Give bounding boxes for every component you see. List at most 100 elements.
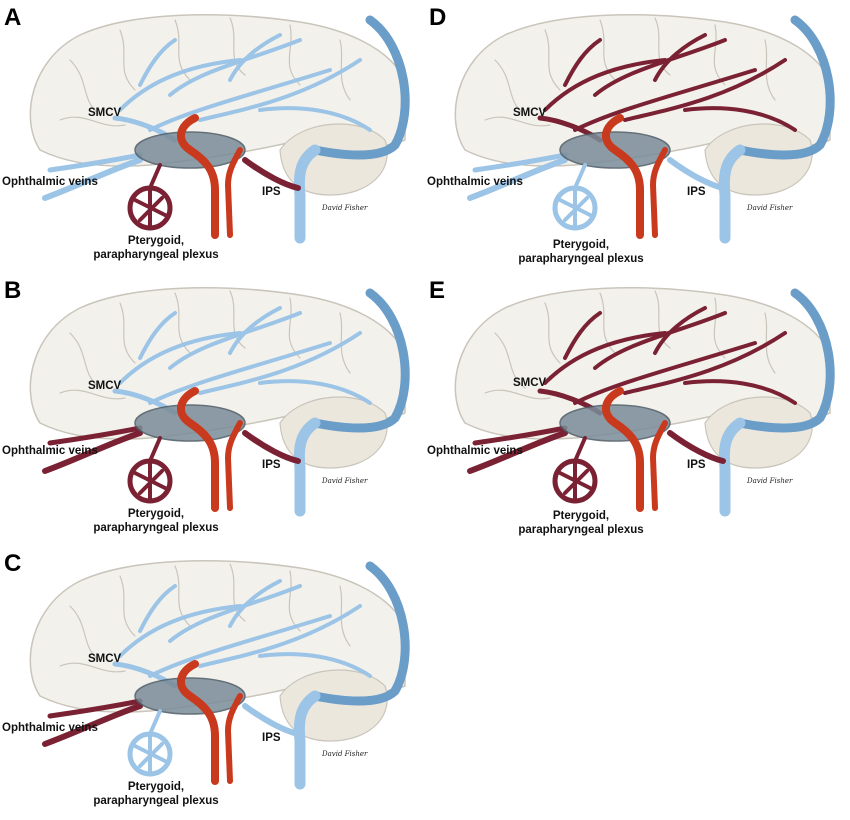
gyrus-line xyxy=(69,59,101,116)
sagittal-transverse-sinus xyxy=(310,561,410,706)
gyrus-line xyxy=(69,605,101,662)
pterygoid-label-line1: Pterygoid, xyxy=(127,235,185,247)
pterygoid-label: Pterygoid, parapharyngeal plexus xyxy=(93,234,218,262)
gyrus-line xyxy=(229,17,246,76)
cortical-vein xyxy=(148,614,332,678)
smcv-label: SMCV xyxy=(88,380,122,392)
cortical-vein xyxy=(118,331,242,385)
pterygoid-label-line1: Pterygoid, xyxy=(127,781,185,793)
internal-carotid-artery xyxy=(177,114,219,239)
gyrus-line xyxy=(484,116,551,127)
gyrus-line xyxy=(494,59,526,116)
cortical-vein xyxy=(198,331,362,395)
cortical-vein xyxy=(683,379,797,405)
cortical-vein xyxy=(653,33,707,82)
gyrus-line xyxy=(654,290,671,349)
sigmoid-jugular-vein xyxy=(718,144,746,244)
cortical-vein xyxy=(623,331,787,395)
ophthalmic-veins-label: Ophthalmic veins xyxy=(427,176,523,188)
ophthalmic-veins-label: Ophthalmic veins xyxy=(427,445,523,457)
cortical-vein xyxy=(543,58,667,112)
venous-anatomy-illustration xyxy=(29,14,410,244)
ophthalmic-vein xyxy=(467,430,568,474)
ophthalmic-veins-label: Ophthalmic veins xyxy=(2,176,98,188)
internal-carotid-artery xyxy=(602,114,644,239)
sigmoid-jugular-vein xyxy=(293,417,321,517)
gyrus-line xyxy=(119,302,136,364)
plexus-connector xyxy=(148,436,162,463)
ips-label: IPS xyxy=(262,732,281,744)
smcv-label: SMCV xyxy=(513,107,547,119)
gyrus-line xyxy=(69,332,101,389)
venous-anatomy-illustration xyxy=(29,287,410,517)
internal-carotid-artery xyxy=(177,387,219,512)
gyrus-line xyxy=(174,19,191,81)
smcv-label: SMCV xyxy=(88,107,122,119)
cortical-vein xyxy=(228,33,282,82)
ophthalmic-vein xyxy=(47,425,143,446)
artist-signature: David Fisher xyxy=(322,204,368,212)
ophthalmic-vein xyxy=(42,157,143,201)
artery-branch xyxy=(225,147,243,238)
ips-label: IPS xyxy=(687,186,706,198)
cortical-vein xyxy=(148,68,332,132)
ophthalmic-vein xyxy=(472,152,568,173)
gyrus-line xyxy=(59,662,126,673)
panel-label: B xyxy=(4,277,22,304)
pterygoid-label-line2: parapharyngeal plexus xyxy=(518,524,644,536)
pterygoid-label-line2: parapharyngeal plexus xyxy=(518,253,644,265)
pterygoid-label-line2: parapharyngeal plexus xyxy=(93,795,219,807)
inferior-petrosal-sinus xyxy=(242,703,301,737)
gyrus-line xyxy=(229,290,246,349)
pterygoid-label: Pterygoid, parapharyngeal plexus xyxy=(518,509,643,537)
ophthalmic-vein xyxy=(47,698,143,719)
inferior-petrosal-sinus xyxy=(242,430,301,464)
cortical-vein xyxy=(148,341,332,405)
ips-label: IPS xyxy=(262,459,281,471)
panel-label: E xyxy=(429,277,446,304)
cortical-vein xyxy=(593,311,727,370)
ips-label: IPS xyxy=(262,186,281,198)
venous-anatomy-illustration xyxy=(29,560,410,790)
venous-anatomy-illustration xyxy=(454,14,835,244)
cortical-vein xyxy=(228,306,282,355)
panel-label: C xyxy=(4,550,22,577)
gyrus-line xyxy=(599,292,616,354)
pterygoid-label: Pterygoid, parapharyngeal plexus xyxy=(518,238,643,266)
cortical-vein xyxy=(258,652,372,678)
cortical-vein xyxy=(138,38,177,87)
cortical-vein xyxy=(138,311,177,360)
cortical-vein xyxy=(118,604,242,658)
cortical-vein xyxy=(168,38,302,97)
cortical-vein xyxy=(623,58,787,122)
pterygoid-label: Pterygoid, parapharyngeal plexus xyxy=(93,507,218,535)
cortical-vein xyxy=(168,311,302,370)
pterygoid-label-line2: parapharyngeal plexus xyxy=(93,249,219,261)
ips-label: IPS xyxy=(687,459,706,471)
cortical-vein xyxy=(258,379,372,405)
artist-signature: David Fisher xyxy=(747,204,793,212)
smcv-label: SMCV xyxy=(513,377,547,389)
cortical-vein xyxy=(543,331,667,385)
ophthalmic-veins-label: Ophthalmic veins xyxy=(2,722,98,734)
sagittal-transverse-sinus xyxy=(735,15,835,160)
panel-label: D xyxy=(429,4,447,31)
gyrus-line xyxy=(119,575,136,637)
gyrus-line xyxy=(59,389,126,400)
artist-signature: David Fisher xyxy=(747,477,793,485)
cortical-vein xyxy=(593,38,727,97)
sagittal-transverse-sinus xyxy=(310,288,410,433)
cortical-vein xyxy=(653,306,707,355)
gyrus-line xyxy=(494,332,526,389)
sagittal-transverse-sinus xyxy=(310,15,410,160)
gyrus-line xyxy=(59,116,126,127)
sagittal-transverse-sinus xyxy=(735,288,835,433)
plexus-connector xyxy=(573,436,587,463)
internal-carotid-artery xyxy=(602,387,644,512)
artery-branch xyxy=(225,693,243,784)
plexus-connector xyxy=(148,709,162,736)
ophthalmic-veins-label: Ophthalmic veins xyxy=(2,445,98,457)
gyrus-line xyxy=(174,565,191,627)
panel-b: B SMCV Ophthalmic veins IPS Pterygoid, p… xyxy=(0,273,425,546)
inferior-petrosal-sinus xyxy=(242,157,301,191)
